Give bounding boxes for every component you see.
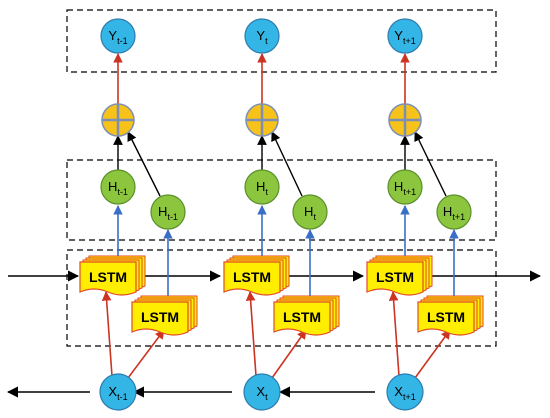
output-node-1: Yt (244, 18, 280, 54)
backward-hidden-to-sum-0 (127, 131, 161, 197)
input-node-0: Xt-1 (99, 373, 137, 411)
lstm-layer-box (66, 249, 497, 347)
forward-lstm-1: LSTM (223, 255, 290, 296)
forward-hidden-node-1-label: Ht (256, 179, 268, 197)
input-to-backward-lstm-0 (127, 329, 165, 379)
backward-hidden-node-1: Ht (292, 194, 328, 230)
output-node-2-label: Yt+1 (394, 28, 415, 46)
input-node-1: Xt (243, 373, 281, 411)
forward-lstm-0: LSTM (79, 255, 146, 296)
input-to-backward-lstm-2 (414, 329, 451, 379)
backward-hidden-node-1-label: Ht (304, 204, 316, 222)
forward-lstm-1-label: LSTM (233, 269, 271, 285)
forward-hidden-node-0-label: Ht-1 (108, 179, 128, 197)
forward-lstm-2: LSTM (366, 255, 433, 296)
output-node-2: Yt+1 (387, 18, 423, 54)
input-node-2: Xt+1 (386, 373, 424, 411)
sum-node-0 (101, 103, 135, 137)
output-layer-box (66, 9, 497, 73)
sum-node-1 (245, 103, 279, 137)
input-node-1-label: Xt (256, 384, 268, 402)
hidden-layer-box (66, 159, 497, 241)
input-to-forward-lstm-1 (245, 291, 257, 377)
backward-lstm-0: LSTM (131, 295, 198, 336)
forward-lstm-2-label: LSTM (376, 269, 414, 285)
input-to-backward-lstm-1 (271, 329, 307, 379)
forward-lstm-0-label: LSTM (89, 269, 127, 285)
forward-hidden-node-1: Ht (244, 169, 280, 205)
input-node-0-label: Xt-1 (108, 384, 127, 402)
backward-hidden-node-0: Ht-1 (150, 194, 186, 230)
backward-lstm-1: LSTM (273, 295, 340, 336)
input-node-2-label: Xt+1 (394, 384, 415, 402)
backward-lstm-1-label: LSTM (283, 309, 321, 325)
connections (6, 53, 542, 398)
backward-lstm-2: LSTM (417, 295, 484, 336)
nodes: Yt-1Ht-1Ht-1LSTMLSTMXt-1YtHtHtLSTMLSTMXt… (79, 18, 484, 411)
backward-hidden-node-2: Ht+1 (436, 194, 472, 230)
backward-hidden-node-2-label: Ht+1 (443, 204, 465, 222)
forward-hidden-node-2: Ht+1 (387, 169, 423, 205)
output-node-0-label: Yt-1 (108, 28, 127, 46)
backward-lstm-0-label: LSTM (141, 309, 179, 325)
input-to-forward-lstm-2 (388, 291, 400, 377)
backward-lstm-2-label: LSTM (427, 309, 465, 325)
backward-hidden-node-0-label: Ht-1 (158, 204, 178, 222)
forward-hidden-node-0: Ht-1 (100, 169, 136, 205)
output-node-1-label: Yt (256, 28, 268, 46)
input-to-forward-lstm-0 (101, 291, 113, 377)
sum-node-2 (388, 103, 422, 137)
output-node-0: Yt-1 (100, 18, 136, 54)
forward-hidden-node-2-label: Ht+1 (394, 179, 416, 197)
backward-hidden-to-sum-2 (414, 131, 447, 197)
backward-hidden-to-sum-1 (271, 131, 303, 197)
